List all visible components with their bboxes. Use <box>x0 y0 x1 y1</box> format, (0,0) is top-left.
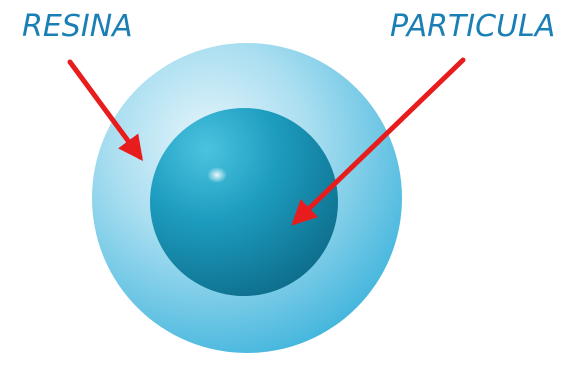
resin-pointer-arrow <box>67 59 143 162</box>
particle-highlight <box>207 167 227 183</box>
particle-label: PARTICULA <box>390 9 556 44</box>
particle-pointer-arrow <box>291 57 466 226</box>
resin-label: RESINA <box>22 9 133 44</box>
particle-core <box>150 108 338 296</box>
